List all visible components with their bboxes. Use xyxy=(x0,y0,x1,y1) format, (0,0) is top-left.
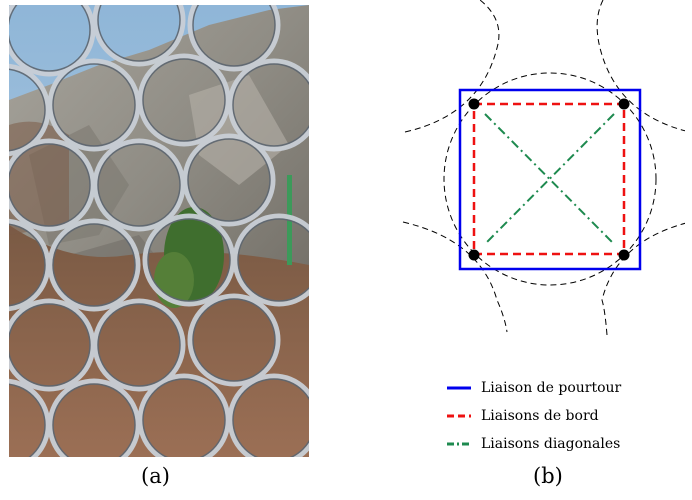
diagonal-link-2 xyxy=(484,113,615,245)
legend: Liaison de pourtour Liaisons de bord Lia… xyxy=(445,374,621,458)
dash-dot-line-icon xyxy=(447,442,471,446)
node-bottom-right xyxy=(618,249,630,261)
legend-label-perimeter: Liaison de pourtour xyxy=(481,380,622,396)
perimeter-link xyxy=(458,88,642,271)
ring-link-diagram xyxy=(385,0,691,345)
dashed-line-icon xyxy=(447,414,471,418)
diagonal-link-1 xyxy=(484,113,615,245)
legend-label-edge: Liaisons de bord xyxy=(481,408,599,424)
neighbor-ring-top-right xyxy=(596,0,691,133)
solid-line-icon xyxy=(447,386,471,390)
caption-b: (b) xyxy=(533,464,563,488)
ring-outlines xyxy=(402,0,691,336)
neighbor-ring-bottom-left xyxy=(402,221,508,333)
central-ring xyxy=(443,72,657,286)
legend-item-perimeter: Liaison de pourtour xyxy=(445,374,621,402)
connection-nodes xyxy=(468,98,630,261)
neighbor-ring-bottom-right xyxy=(601,221,691,336)
legend-item-edge: Liaisons de bord xyxy=(445,402,621,430)
node-top-right xyxy=(618,98,630,110)
ring-net-photo xyxy=(9,5,309,457)
legend-item-diagonal: Liaisons diagonales xyxy=(445,430,621,458)
neighbor-ring-top-left xyxy=(404,0,500,133)
edge-links xyxy=(472,102,626,256)
legend-label-diagonal: Liaisons diagonales xyxy=(481,436,621,452)
diagonal-links xyxy=(484,113,615,245)
caption-a: (a) xyxy=(141,464,170,488)
node-top-left xyxy=(468,98,480,110)
node-bottom-left xyxy=(468,249,480,261)
